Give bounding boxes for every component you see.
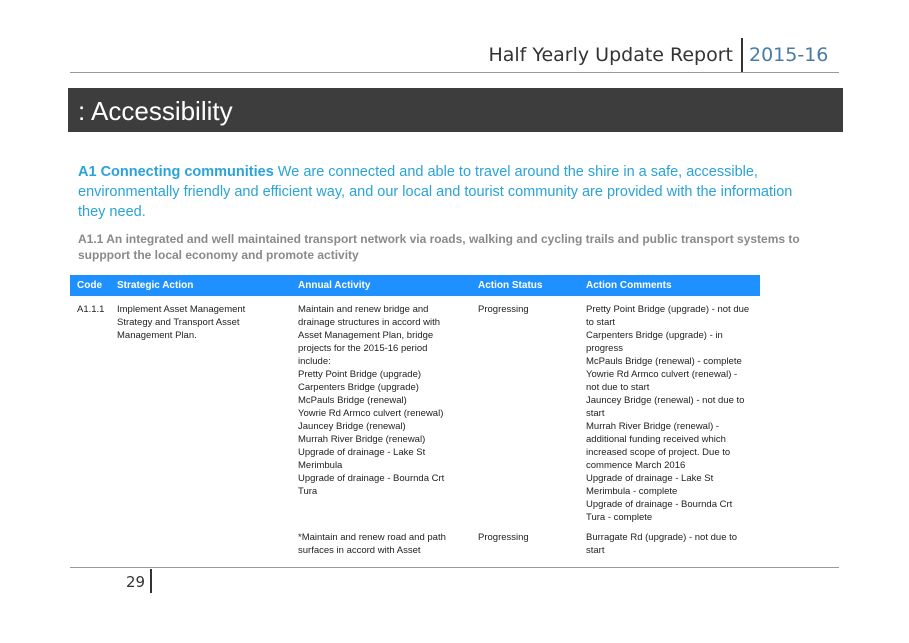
- section-title-bar: : Accessibility: [68, 88, 843, 132]
- header-annual-activity: Annual Activity: [298, 280, 371, 291]
- header-strategic-action: Strategic Action: [117, 280, 194, 291]
- strategy-text: A1.1 An integrated and well maintained t…: [78, 232, 800, 262]
- header-rule: [70, 72, 839, 73]
- goal-code: A1 Connecting communities: [78, 164, 274, 180]
- goal-text: We are connected and able to travel arou…: [78, 164, 793, 220]
- row1-annual-activity: Maintain and renew bridge and drainage s…: [298, 304, 445, 497]
- goal-paragraph: A1 Connecting communities We are connect…: [78, 162, 808, 222]
- footer-separator: [150, 569, 152, 593]
- table-header: Code Strategic Action Annual Activity Ac…: [70, 275, 760, 296]
- header-action-comments: Action Comments: [586, 280, 672, 291]
- row2-annual-activity: *Maintain and renew road and path surfac…: [298, 532, 446, 556]
- header-action-status: Action Status: [478, 280, 543, 291]
- row1-action-status: Progressing: [478, 304, 529, 315]
- header-year: 2015-16: [749, 44, 829, 66]
- row2-action-comments: Burragate Rd (upgrade) - not due to star…: [586, 532, 738, 556]
- row1-code: A1.1.1: [77, 304, 105, 315]
- header-separator: [741, 38, 743, 72]
- row1-action-comments: Pretty Point Bridge (upgrade) - not due …: [586, 304, 750, 523]
- page-number: 29: [126, 573, 146, 591]
- row2-action-status: Progressing: [478, 532, 529, 543]
- section-title: : Accessibility: [78, 96, 233, 126]
- header-report-title: Half Yearly Update Report: [488, 44, 733, 66]
- row1-strategic-action: Implement Asset Management Strategy and …: [117, 304, 246, 341]
- header-code: Code: [77, 280, 102, 291]
- footer-rule: [70, 567, 839, 568]
